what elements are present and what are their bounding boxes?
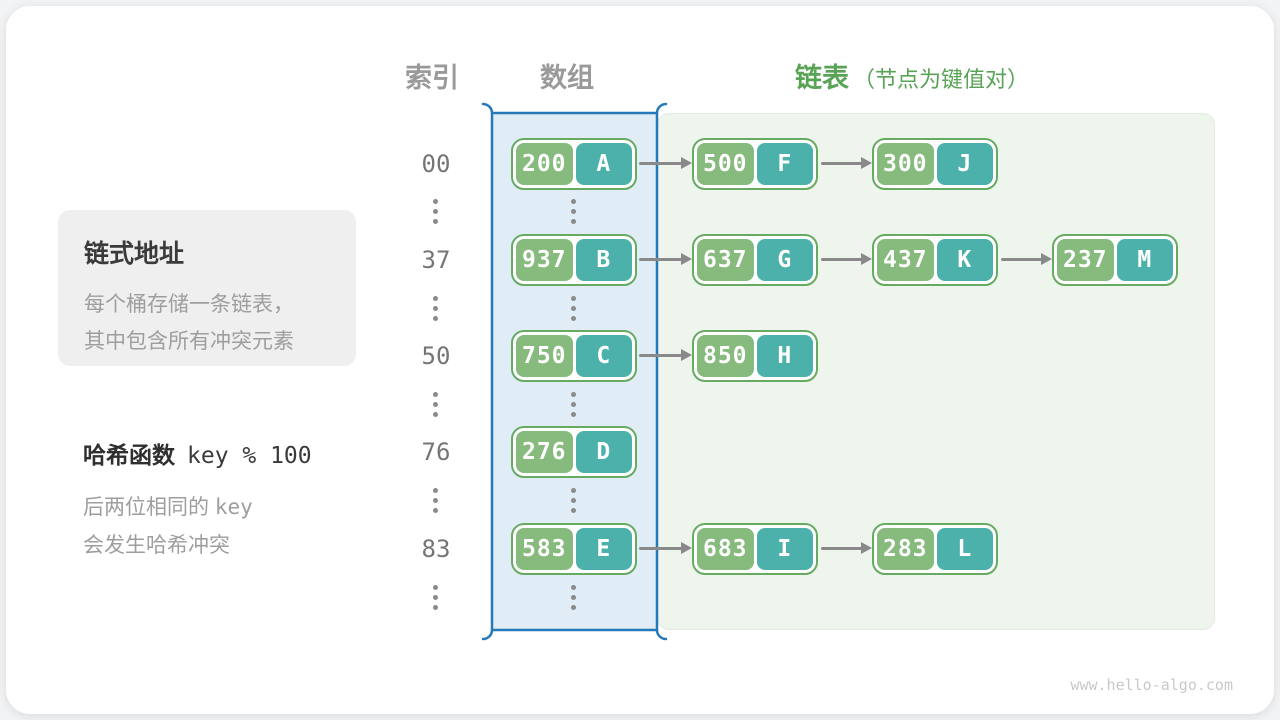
ellipsis-dots — [433, 199, 438, 224]
arrow-icon — [639, 253, 692, 265]
hash-note-line: 后两位相同的 key — [83, 488, 383, 527]
bucket-index-label: 37 — [421, 246, 451, 274]
ellipsis-dots — [433, 392, 438, 417]
watermark: www.hello-algo.com — [1070, 676, 1233, 694]
pair-key: 500 — [697, 143, 754, 185]
pair-node: 683 I — [692, 523, 818, 575]
hash-function-formula: key % 100 — [187, 443, 312, 469]
pair-value: F — [756, 143, 813, 185]
pair-value: I — [756, 528, 813, 570]
pair-node: 237 M — [1052, 234, 1178, 286]
pair-value: M — [1116, 239, 1173, 281]
ellipsis-dots — [571, 199, 576, 224]
pair-node: 200 A — [511, 138, 637, 190]
pair-value: E — [575, 528, 632, 570]
pair-node: 583 E — [511, 523, 637, 575]
arrow-icon — [639, 157, 692, 169]
arrow-icon — [1001, 253, 1052, 265]
hash-note-text: 后两位相同的 — [83, 496, 209, 519]
pair-value: C — [575, 335, 632, 377]
hash-function-note: 哈希函数 key % 100 后两位相同的 key 会发生哈希冲突 — [83, 436, 383, 565]
diagram-card: 索引 数组 链表 （节点为键值对） 链式地址 每个桶存储一条链表， 其中包含所有… — [6, 6, 1274, 714]
callout-line: 每个桶存储一条链表， — [84, 293, 294, 316]
pair-node: 850 H — [692, 330, 818, 382]
pair-node: 500 F — [692, 138, 818, 190]
pair-value: G — [756, 239, 813, 281]
bucket-index-label: 00 — [421, 150, 451, 178]
pair-node: 937 B — [511, 234, 637, 286]
hash-function-label: 哈希函数 — [83, 442, 175, 468]
ellipsis-dots — [433, 585, 438, 610]
pair-key: 276 — [516, 431, 573, 473]
pair-key: 300 — [877, 143, 934, 185]
ellipsis-dots — [571, 488, 576, 513]
array-region-border — [481, 102, 668, 641]
ellipsis-dots — [571, 296, 576, 321]
callout-title: 链式地址 — [84, 240, 185, 268]
bucket-index-label: 50 — [421, 342, 451, 370]
pair-value: L — [936, 528, 993, 570]
pair-value: D — [575, 431, 632, 473]
hash-note-key: key — [214, 495, 253, 519]
pair-value: B — [575, 239, 632, 281]
list-header-label: 链表 — [795, 63, 849, 93]
callout-line: 其中包含所有冲突元素 — [84, 330, 294, 353]
pair-node: 750 C — [511, 330, 637, 382]
hash-function-title: 哈希函数 key % 100 — [83, 436, 383, 470]
ellipsis-dots — [433, 296, 438, 321]
pair-value: J — [936, 143, 993, 185]
pair-value: A — [575, 143, 632, 185]
pair-key: 750 — [516, 335, 573, 377]
pair-node: 276 D — [511, 426, 637, 478]
arrow-icon — [821, 157, 872, 169]
list-header-note: （节点为键值对） — [853, 67, 1030, 92]
arrow-icon — [639, 542, 692, 554]
pair-key: 683 — [697, 528, 754, 570]
pair-value: H — [756, 335, 813, 377]
pair-key: 200 — [516, 143, 573, 185]
pair-value: K — [936, 239, 993, 281]
pair-node: 637 G — [692, 234, 818, 286]
arrow-icon — [821, 253, 872, 265]
column-header-list: 链表 （节点为键值对） — [795, 56, 1029, 95]
ellipsis-dots — [433, 488, 438, 513]
pair-node: 437 K — [872, 234, 998, 286]
pair-key: 937 — [516, 239, 573, 281]
pair-key: 583 — [516, 528, 573, 570]
pair-node: 283 L — [872, 523, 998, 575]
pair-key: 437 — [877, 239, 934, 281]
column-header-index: 索引 — [405, 63, 459, 93]
arrow-icon — [821, 542, 872, 554]
bucket-index-label: 76 — [421, 438, 451, 466]
pair-key: 237 — [1057, 239, 1114, 281]
pair-node: 300 J — [872, 138, 998, 190]
concept-callout: 链式地址 每个桶存储一条链表， 其中包含所有冲突元素 — [58, 210, 356, 366]
ellipsis-dots — [571, 585, 576, 610]
pair-key: 850 — [697, 335, 754, 377]
column-header-array: 数组 — [540, 63, 594, 93]
pair-key: 283 — [877, 528, 934, 570]
pair-key: 637 — [697, 239, 754, 281]
ellipsis-dots — [571, 392, 576, 417]
arrow-icon — [639, 349, 692, 361]
hash-note-line: 会发生哈希冲突 — [83, 534, 230, 557]
bucket-index-label: 83 — [421, 535, 451, 563]
